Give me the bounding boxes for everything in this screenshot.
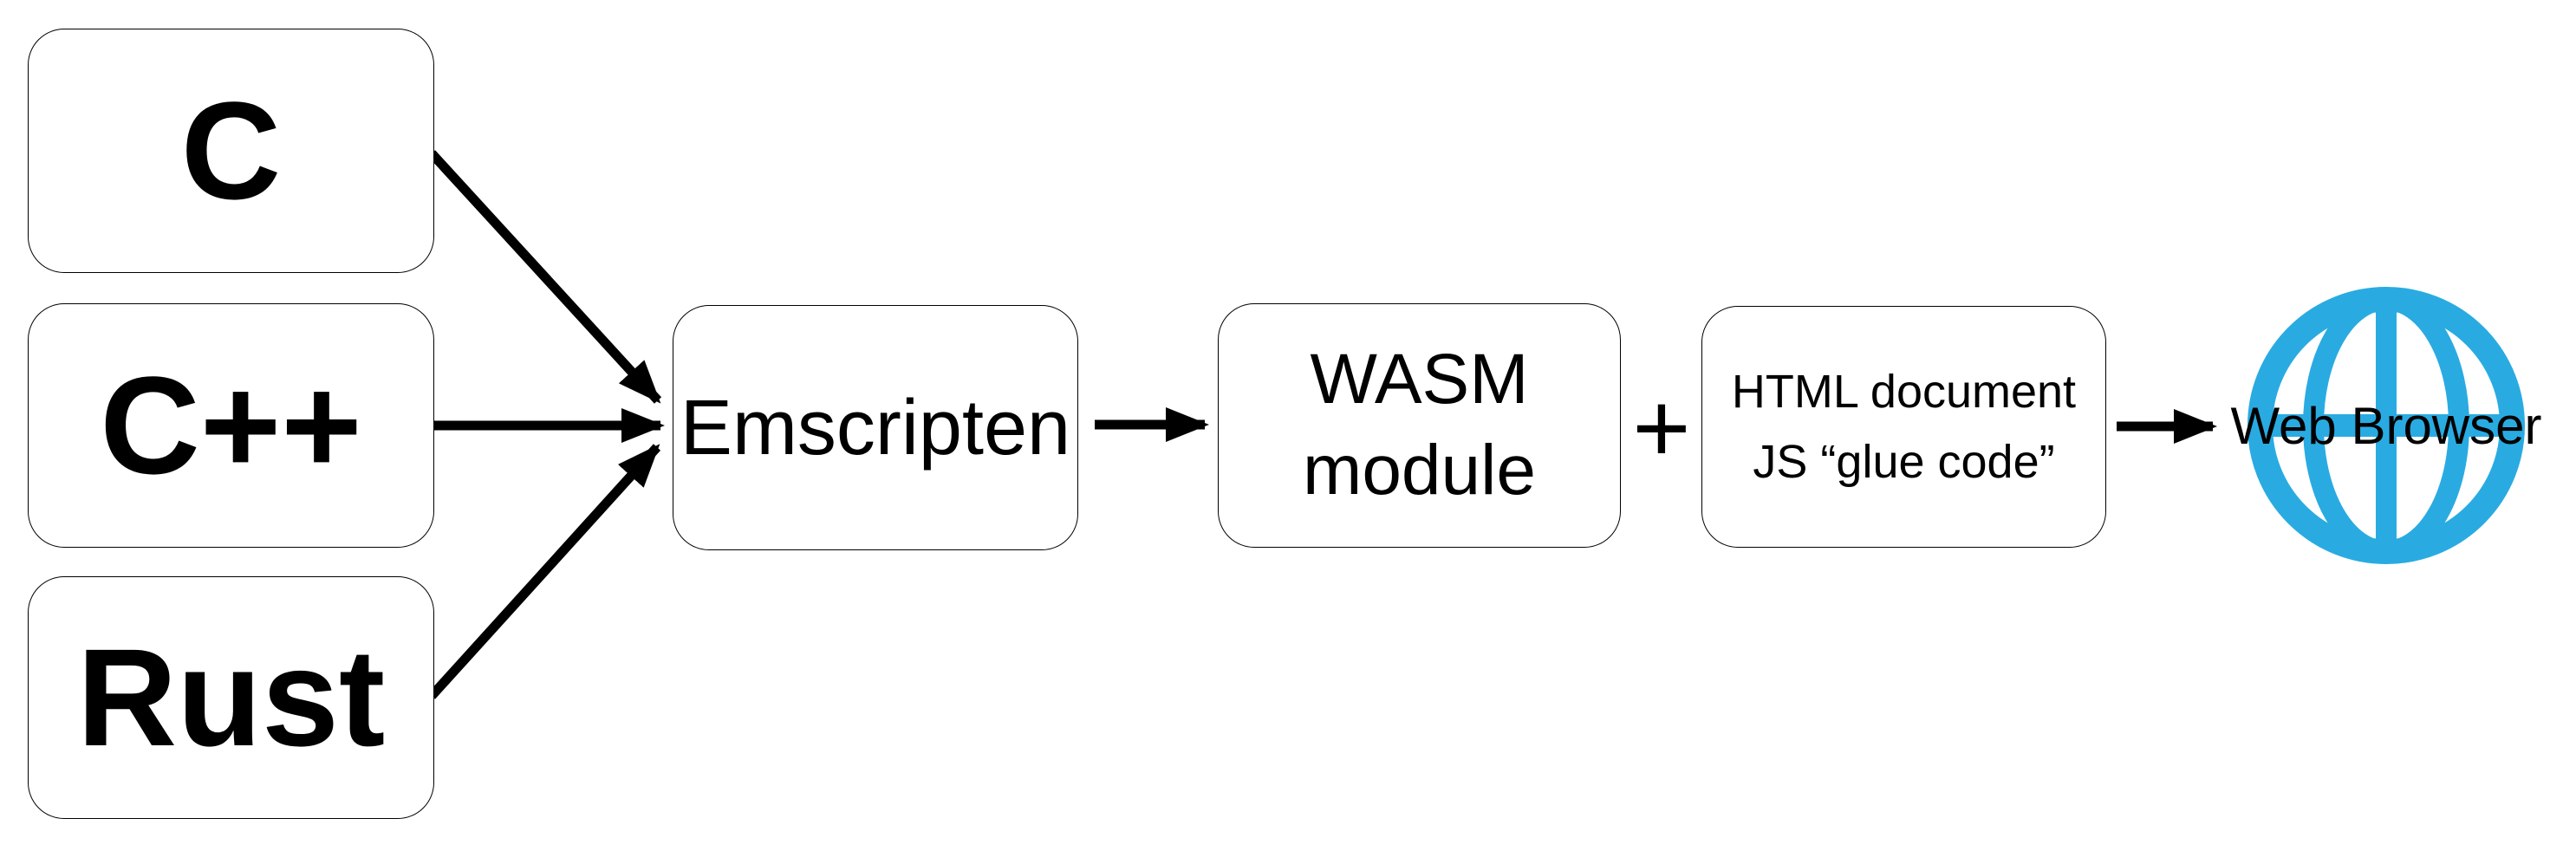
- node-wasm-module: WASM module: [1218, 303, 1621, 548]
- node-cpp-label: C++: [100, 348, 362, 503]
- node-emscripten-label: Emscripten: [680, 384, 1071, 471]
- node-wasm-module-label: WASM module: [1303, 335, 1536, 516]
- web-browser-globe-icon: [2247, 287, 2525, 564]
- arrow-c-to-emscripten: [427, 150, 662, 404]
- wasm-module-line1: WASM: [1310, 340, 1529, 419]
- node-emscripten: Emscripten: [673, 305, 1078, 550]
- node-html-js-label: HTML document JS “glue code”: [1732, 357, 2076, 497]
- node-c: C: [28, 29, 434, 273]
- wasm-module-line2: module: [1303, 431, 1536, 510]
- node-web-browser-label: Web Browser: [2230, 396, 2542, 455]
- node-rust-label: Rust: [76, 620, 386, 775]
- arrow-rust-to-emscripten: [427, 444, 661, 699]
- plus-operator: +: [1632, 373, 1691, 484]
- node-html-js: HTML document JS “glue code”: [1701, 306, 2106, 548]
- node-cpp: C++: [28, 303, 434, 548]
- node-rust: Rust: [28, 576, 434, 819]
- html-js-line2: JS “glue code”: [1753, 435, 2055, 488]
- node-c-label: C: [180, 73, 282, 228]
- html-js-line1: HTML document: [1731, 365, 2077, 418]
